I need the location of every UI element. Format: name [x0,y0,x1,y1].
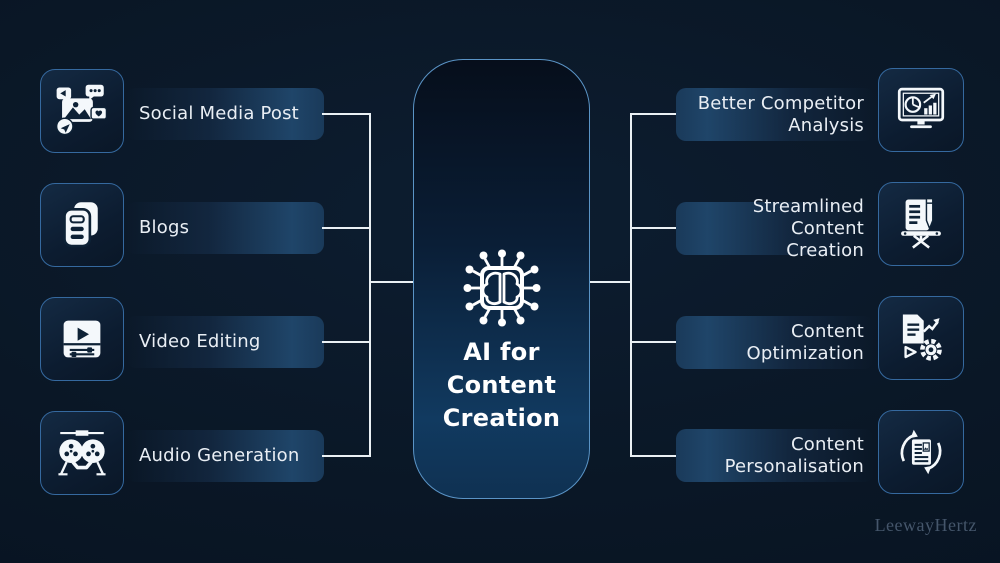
content-personalisation-tile [878,410,964,494]
audio-generation-tile [40,411,124,495]
connector-right-stub-4 [632,455,677,457]
leewayhertz-watermark: LeewayHertz [874,515,977,535]
content-optimization-tile [878,296,964,380]
connector-right-spine [630,113,632,457]
center-title-line-1: AI for [463,338,540,366]
connector-left-stub-2 [322,227,370,229]
connector-left-center [369,281,413,283]
video-editing-bar: Video Editing [126,316,324,368]
streamlined-content-creation-tile [878,182,964,266]
streamlined-content-creation-label: Streamlined Content Creation [752,195,864,261]
blogs-icon [54,197,110,253]
center-title: AI for Content Creation [414,336,589,435]
blogs-label: Blogs [139,217,190,238]
social-media-post-icon [53,82,111,140]
center-title-line-3: Creation [442,404,561,432]
competitor-analysis-bar: Better Competitor Analysis [676,88,874,141]
center-title-line-2: Content [446,371,557,399]
audio-generation-label: Audio Generation [139,445,300,466]
social-media-post-tile [40,69,124,153]
connector-right-center [590,281,632,283]
competitor-analysis-label: Better Competitor Analysis [697,92,864,136]
audio-generation-bar: Audio Generation [126,430,324,482]
competitor-analysis-icon [892,81,950,139]
connector-right-stub-1 [632,113,677,115]
content-optimization-bar: Content Optimization [676,316,874,369]
competitor-analysis-tile [878,68,964,152]
content-personalisation-icon [892,423,950,481]
video-editing-label: Video Editing [139,331,261,352]
blogs-bar: Blogs [126,202,324,254]
content-optimization-label: Content Optimization [746,320,864,364]
ai-chip-icon [454,240,550,336]
connector-left-stub-3 [322,341,370,343]
connector-right-stub-2 [632,227,677,229]
content-personalisation-bar: Content Personalisation [676,429,874,482]
video-editing-icon [54,311,110,367]
audio-generation-icon [53,424,111,482]
connector-left-stub-1 [322,113,370,115]
content-personalisation-label: Content Personalisation [724,433,864,477]
connector-left-spine [369,113,371,457]
social-media-post-label: Social Media Post [139,103,299,124]
center-panel: AI for Content Creation [413,59,590,499]
connector-right-stub-3 [632,341,677,343]
connector-left-stub-4 [322,455,370,457]
blogs-tile [40,183,124,267]
social-media-post-bar: Social Media Post [126,88,324,140]
streamlined-content-creation-bar: Streamlined Content Creation [676,196,874,261]
streamlined-content-creation-icon [892,195,950,253]
video-editing-tile [40,297,124,381]
content-optimization-icon [892,309,950,367]
